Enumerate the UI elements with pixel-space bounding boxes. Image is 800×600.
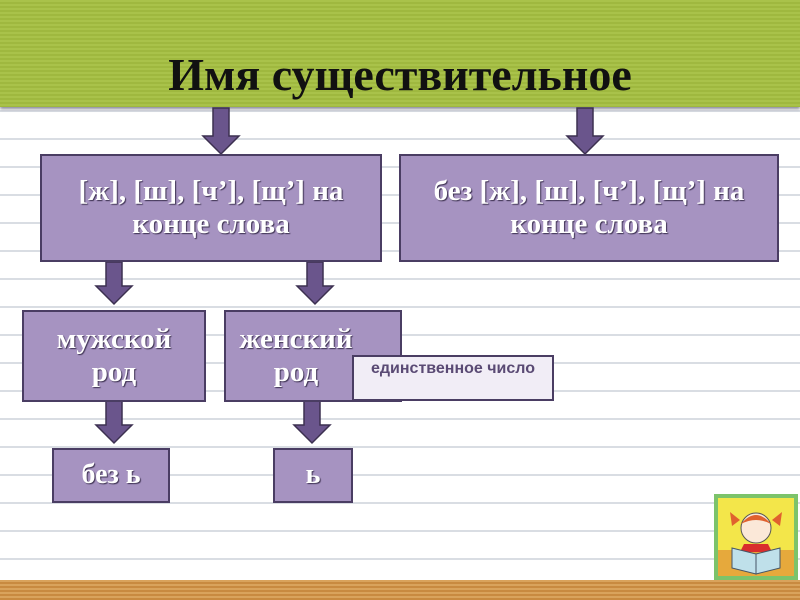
singular-note: единственное число	[352, 355, 554, 401]
box-ending-sibilant: [ж], [ш], [ч’], [щ’] на конце слова	[40, 154, 382, 262]
box-text: [ж], [ш], [ч’], [щ’] на конце слова	[78, 174, 344, 240]
arrow-down-icon	[94, 261, 134, 306]
box-no-sibilant: без [ж], [ш], [ч’], [щ’] на конце слова	[399, 154, 779, 262]
reading-girl-icon	[714, 494, 798, 580]
box-text: женский род	[239, 322, 353, 388]
box-masculine: мужской род	[22, 310, 206, 402]
arrow-down-icon	[94, 400, 134, 445]
bottom-stripe	[0, 580, 800, 600]
box-text: без [ж], [ш], [ч’], [щ’] на конце слова	[433, 174, 745, 240]
title-banner	[0, 0, 800, 107]
arrow-down-icon	[292, 400, 332, 445]
box-text: ь	[305, 459, 321, 491]
box-no-soft-sign: без ь	[52, 448, 170, 503]
arrow-down-icon	[565, 107, 605, 156]
box-text: мужской род	[56, 322, 172, 388]
arrow-down-icon	[295, 261, 335, 306]
box-text: без ь	[81, 459, 141, 491]
box-soft-sign: ь	[273, 448, 353, 503]
arrow-down-icon	[201, 107, 241, 156]
slide-title: Имя существительное	[168, 49, 632, 100]
